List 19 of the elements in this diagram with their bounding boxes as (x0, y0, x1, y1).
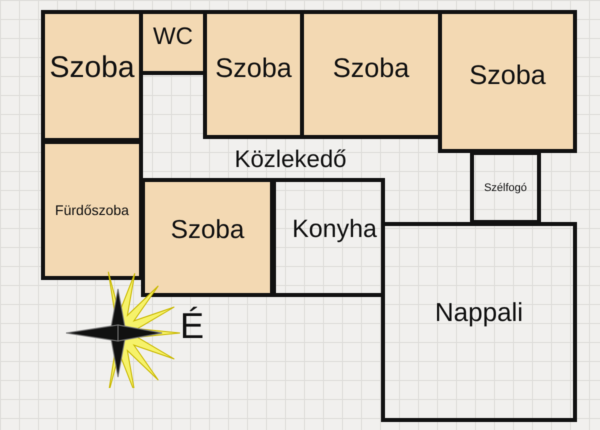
room (41, 10, 143, 142)
room-label: Szoba (215, 53, 292, 84)
room (141, 178, 274, 297)
room-label: Nappali (434, 296, 524, 328)
room-label: Szélfogó (484, 182, 527, 194)
room-label: Szoba (469, 60, 546, 91)
room-label: Fürdőszoba (55, 202, 129, 218)
room-label: Közlekedő (234, 146, 347, 174)
room (272, 178, 385, 297)
room (438, 10, 577, 153)
room (41, 140, 143, 280)
room (381, 222, 577, 422)
room-label: Konyha (292, 215, 377, 244)
room-label: Szoba (170, 214, 244, 245)
room-label: WC (153, 22, 193, 50)
room-label: Szoba (49, 51, 135, 85)
compass-direction-label: É (180, 305, 204, 347)
room (470, 151, 541, 224)
room-label: Szoba (332, 53, 410, 84)
